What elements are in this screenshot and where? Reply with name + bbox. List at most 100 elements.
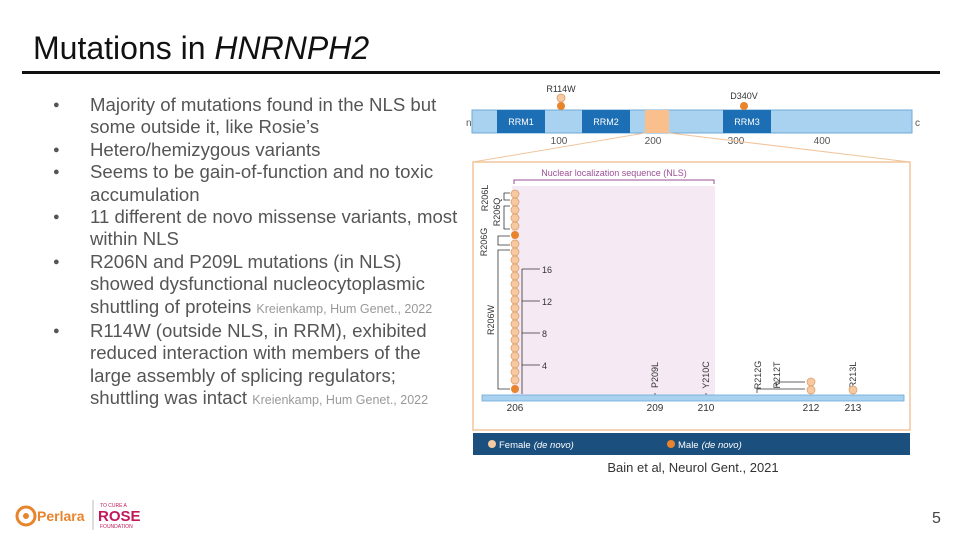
mutation-label: R114W — [546, 84, 576, 94]
variant-label: R212T — [772, 361, 782, 389]
variant-label: R206W — [486, 304, 496, 335]
female-dot — [510, 367, 520, 377]
bullet-text: R206N and P209L mutations (in NLS) showe… — [90, 250, 425, 317]
bracket-r206g — [497, 235, 510, 246]
domain-rrm3 — [723, 110, 771, 133]
female-dot — [510, 263, 520, 273]
bullet-item: R114W (outside NLS, in RRM), exhibited r… — [50, 320, 460, 412]
female-dot — [510, 205, 520, 215]
bullet-item: Hetero/hemizygous variants — [50, 138, 460, 162]
nls-region — [645, 110, 669, 133]
legend-female-dot — [488, 440, 496, 448]
variant-label: Y210C — [701, 361, 711, 389]
residue-label: 209 — [647, 403, 664, 414]
residue-bar — [481, 394, 905, 402]
bracket-r206w — [497, 249, 510, 390]
male-dot — [740, 102, 748, 110]
female-dot — [510, 287, 520, 297]
female-dot — [510, 213, 520, 223]
zoom-line — [472, 132, 646, 163]
residue-label: 213 — [845, 403, 862, 414]
female-dot — [510, 335, 520, 345]
zoom-line — [668, 132, 911, 163]
female-dot — [510, 197, 520, 207]
count-tick-label: 12 — [542, 297, 552, 307]
legend-female-label: Female — [499, 440, 531, 451]
female-dot — [510, 255, 520, 265]
dot-stack-206 — [510, 189, 520, 393]
legend-male-label: Male — [678, 440, 699, 451]
rose-foundation-logo: TO CURE A ROSE FOUNDATION — [92, 500, 141, 530]
bullet-text: Hetero/hemizygous variants — [90, 138, 321, 160]
title-gene: HNRNPH2 — [214, 30, 370, 66]
nls-shading — [512, 186, 715, 396]
rose-tagline: TO CURE A — [100, 503, 128, 509]
domain-rrm1 — [497, 110, 545, 133]
male-dot — [511, 231, 519, 239]
mutation-figure: n RRM1 RRM2 RRM3 c 100 200 300 400 R114W… — [466, 84, 920, 455]
nls-label: Nuclear localization sequence (NLS) — [541, 168, 687, 178]
legend-male-dot — [667, 440, 675, 448]
bullet-item: 11 different de novo missense variants, … — [50, 206, 460, 251]
domain-label: RRM1 — [508, 117, 534, 127]
legend-female-note: (de novo) — [534, 440, 574, 451]
female-dot — [510, 327, 520, 337]
legend-male: Male(de novo) — [678, 440, 742, 451]
female-dot — [510, 359, 520, 369]
residue-label: 206 — [507, 403, 524, 414]
female-dot — [510, 375, 520, 385]
mutation-label: D340V — [730, 91, 758, 101]
bullet-item: Majority of mutations found in the NLS b… — [50, 94, 460, 139]
bullet-text: Majority of mutations found in the NLS b… — [90, 94, 437, 138]
bullet-list: Majority of mutations found in the NLS b… — [50, 94, 460, 412]
page-number: 5 — [932, 510, 941, 527]
n-terminus-label: n — [466, 118, 472, 129]
female-dot — [510, 295, 520, 305]
rose-subtitle: FOUNDATION — [100, 524, 133, 530]
female-dot — [510, 221, 520, 231]
c-terminus-label: c — [915, 118, 920, 129]
female-dot — [806, 377, 816, 387]
position-label: 100 — [551, 136, 568, 147]
perlara-mark-dot — [23, 513, 29, 519]
female-dot — [806, 385, 816, 395]
female-dot — [510, 189, 520, 199]
bullet-item: Seems to be gain-of-function and no toxi… — [50, 161, 460, 206]
variant-label: R206L — [480, 185, 490, 212]
variant-label: R212G — [753, 361, 763, 390]
female-dot — [510, 303, 520, 313]
citation: Kreienkamp, Hum Genet., 2022 — [256, 301, 433, 316]
slide-title: Mutations in HNRNPH2 — [33, 30, 369, 67]
nls-bracket — [513, 179, 715, 184]
male-dot — [557, 102, 565, 110]
count-tick-label: 8 — [542, 329, 547, 339]
position-label: 400 — [814, 136, 831, 147]
variant-label: R206Q — [492, 198, 502, 227]
bracket-r212g — [756, 388, 805, 393]
legend-male-note: (de novo) — [702, 440, 742, 451]
bracket-r206l — [503, 192, 510, 201]
bullet-text: Seems to be gain-of-function and no toxi… — [90, 161, 434, 205]
female-dot — [510, 271, 520, 281]
residue-label: 212 — [803, 403, 820, 414]
bracket-r206q — [503, 205, 510, 230]
female-dot — [510, 343, 520, 353]
female-dot — [848, 385, 858, 395]
domain-label: RRM3 — [734, 117, 760, 127]
rose-wordmark: ROSE — [98, 508, 141, 525]
perlara-mark — [15, 505, 37, 527]
count-tick-label: 16 — [542, 265, 552, 275]
legend-bar — [473, 433, 910, 455]
domain-rrm2 — [582, 110, 630, 133]
female-dot — [510, 247, 520, 257]
figure-caption: Bain et al, Neurol Gent., 2021 — [607, 460, 779, 475]
variant-label: R213L — [848, 362, 858, 389]
domain-label: RRM2 — [593, 117, 619, 127]
female-dot — [510, 279, 520, 289]
female-dot — [556, 93, 566, 103]
male-dot — [511, 385, 519, 393]
variant-label: R206G — [479, 228, 489, 257]
female-dot — [510, 319, 520, 329]
position-label: 200 — [645, 136, 662, 147]
female-dot — [510, 311, 520, 321]
